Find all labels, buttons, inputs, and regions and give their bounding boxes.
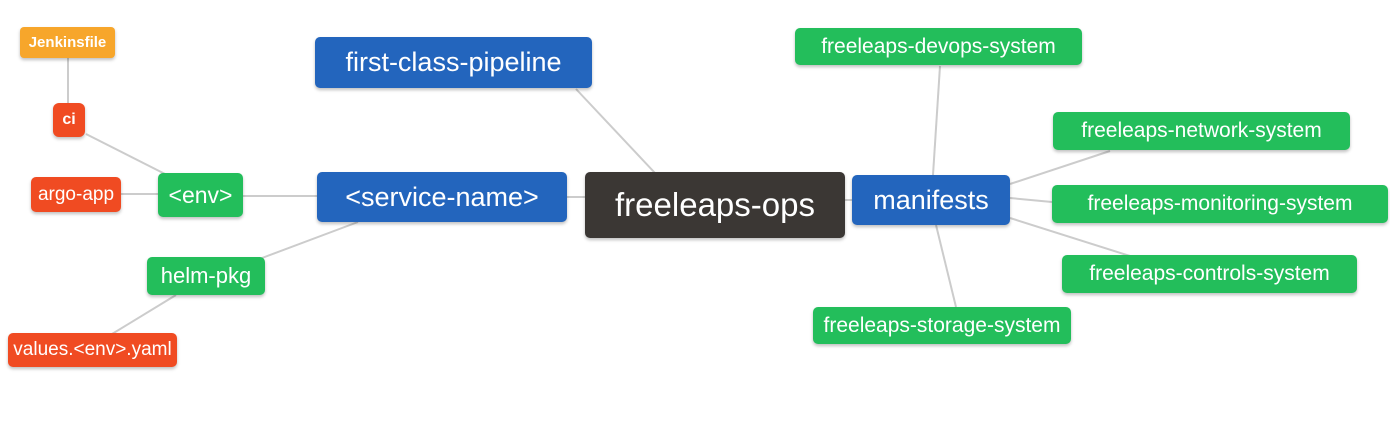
- node-first-class-pipeline[interactable]: first-class-pipeline: [315, 37, 592, 88]
- node-storage-system[interactable]: freeleaps-storage-system: [813, 307, 1071, 344]
- node-env[interactable]: <env>: [158, 173, 243, 217]
- node-devops-system[interactable]: freeleaps-devops-system: [795, 28, 1082, 65]
- edge-pipeline-freeleaps-ops: [575, 88, 656, 174]
- node-jenkinsfile[interactable]: Jenkinsfile: [20, 27, 115, 58]
- edge-manifests-network: [1009, 150, 1111, 185]
- edge-manifests-storage: [935, 224, 957, 308]
- edge-service-name-helm-pkg: [261, 221, 359, 259]
- node-controls-system[interactable]: freeleaps-controls-system: [1062, 255, 1357, 293]
- node-network-system[interactable]: freeleaps-network-system: [1053, 112, 1350, 150]
- edge-ci-env: [85, 133, 168, 176]
- node-manifests[interactable]: manifests: [852, 175, 1010, 225]
- edge-manifests-monitoring: [1009, 197, 1053, 203]
- edge-manifests-devops: [932, 65, 941, 176]
- node-values-env-yaml[interactable]: values.<env>.yaml: [8, 333, 177, 367]
- node-freeleaps-ops[interactable]: freeleaps-ops: [585, 172, 845, 238]
- node-service-name[interactable]: <service-name>: [317, 172, 567, 222]
- node-helm-pkg[interactable]: helm-pkg: [147, 257, 265, 295]
- node-monitoring-system[interactable]: freeleaps-monitoring-system: [1052, 185, 1388, 223]
- edge-manifests-controls: [1009, 217, 1131, 257]
- node-ci[interactable]: ci: [53, 103, 85, 137]
- node-argo-app[interactable]: argo-app: [31, 177, 121, 212]
- edge-helm-pkg-values: [111, 294, 177, 335]
